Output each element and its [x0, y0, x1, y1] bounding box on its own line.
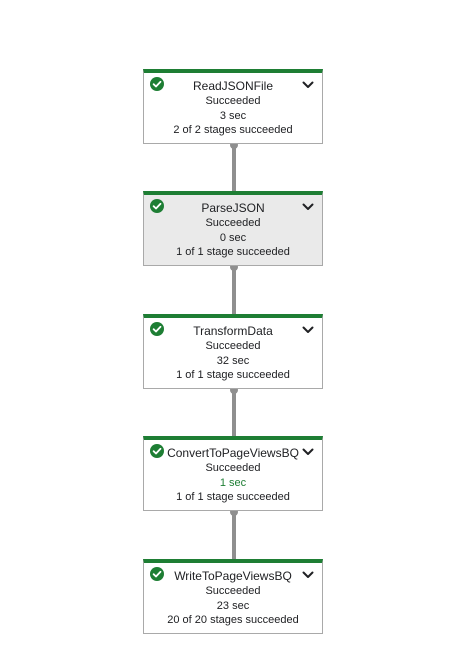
step-info: ParseJSON Succeeded 0 sec 1 of 1 stage s… [144, 201, 322, 260]
edge-start-dot [230, 508, 238, 516]
step-status: Succeeded [205, 95, 261, 107]
edge-start-dot [230, 141, 238, 149]
step-duration: 1 sec [219, 476, 247, 489]
check-circle-icon [150, 77, 164, 91]
step-status: Succeeded [205, 217, 261, 229]
step-status: Succeeded [205, 585, 261, 597]
check-circle-icon [150, 444, 164, 458]
step-stages: 1 of 1 stage succeeded [176, 246, 290, 258]
step-duration: 3 sec [219, 109, 247, 122]
step-node-converttopageviewsbq[interactable]: ConvertToPageViewsBQ Succeeded 1 sec 1 o… [143, 436, 323, 511]
step-title: TransformData [193, 324, 273, 338]
step-title: ReadJSONFile [192, 79, 274, 93]
step-stages: 2 of 2 stages succeeded [173, 124, 293, 136]
step-title: ParseJSON [201, 201, 265, 215]
step-node-readjsonfile[interactable]: ReadJSONFile Succeeded 3 sec 2 of 2 stag… [143, 69, 323, 144]
edge-connector [232, 511, 236, 560]
edge-start-dot [230, 386, 238, 394]
edge-connector [232, 266, 236, 315]
step-info: WriteToPageViewsBQ Succeeded 23 sec 20 o… [144, 569, 322, 628]
step-info: ConvertToPageViewsBQ Succeeded 1 sec 1 o… [144, 446, 322, 505]
check-circle-icon [150, 199, 164, 213]
step-node-transformdata[interactable]: TransformData Succeeded 32 sec 1 of 1 st… [143, 314, 323, 389]
step-duration: 0 sec [219, 231, 247, 244]
check-circle-icon [150, 322, 164, 336]
step-title: ConvertToPageViewsBQ [167, 446, 299, 460]
edge-start-dot [230, 263, 238, 271]
chevron-down-icon[interactable] [302, 326, 314, 334]
step-node-writetopageviewsbq[interactable]: WriteToPageViewsBQ Succeeded 23 sec 20 o… [143, 559, 323, 634]
chevron-down-icon[interactable] [302, 571, 314, 579]
step-info: ReadJSONFile Succeeded 3 sec 2 of 2 stag… [144, 79, 322, 138]
chevron-down-icon[interactable] [302, 81, 314, 89]
edge-connector [232, 144, 236, 193]
step-status: Succeeded [205, 462, 261, 474]
step-title: WriteToPageViewsBQ [174, 569, 292, 583]
chevron-down-icon[interactable] [302, 448, 314, 456]
step-duration: 32 sec [216, 354, 250, 367]
check-circle-icon [150, 567, 164, 581]
edge-connector [232, 389, 236, 438]
chevron-down-icon[interactable] [302, 203, 314, 211]
step-stages: 20 of 20 stages succeeded [167, 614, 299, 626]
step-node-parsejson[interactable]: ParseJSON Succeeded 0 sec 1 of 1 stage s… [143, 191, 323, 266]
step-info: TransformData Succeeded 32 sec 1 of 1 st… [144, 324, 322, 383]
step-stages: 1 of 1 stage succeeded [176, 369, 290, 381]
step-duration: 23 sec [216, 599, 250, 612]
step-status: Succeeded [205, 340, 261, 352]
step-stages: 1 of 1 stage succeeded [176, 491, 290, 503]
